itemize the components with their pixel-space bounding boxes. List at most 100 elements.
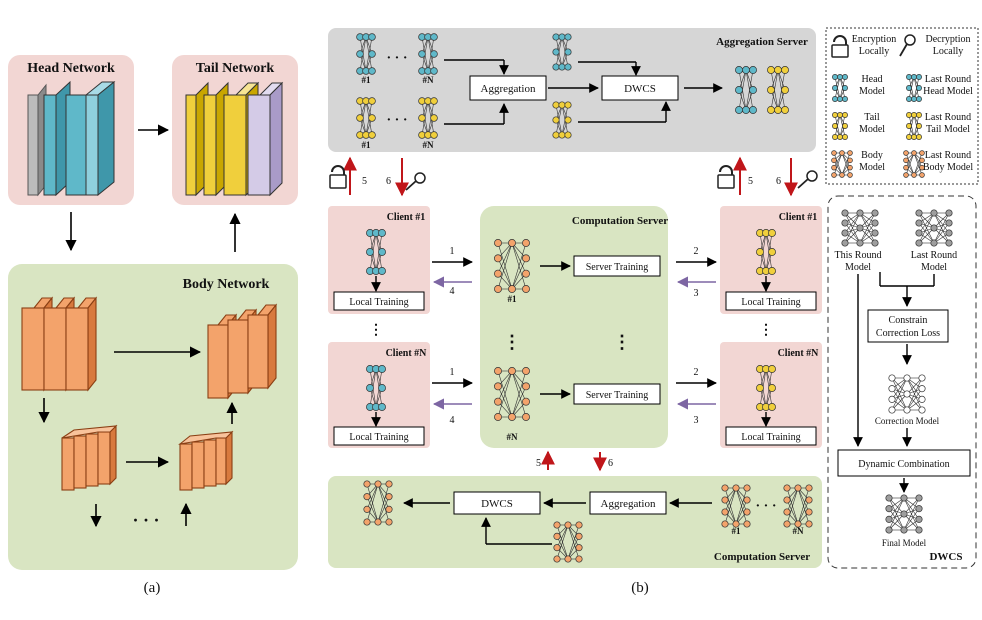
client-1-right-title: Client #1 <box>779 212 818 223</box>
agg-head-idx-1: #1 <box>362 75 372 85</box>
body-network-title: Body Network <box>183 277 270 292</box>
bottom-last-body-icon <box>553 521 583 563</box>
arrow-num-3-top: 3 <box>694 288 699 299</box>
network-icons <box>356 33 953 563</box>
client-right-vdots: ⋮ <box>759 323 773 338</box>
bottom-dots: · · · <box>755 499 776 514</box>
agg-tail-n-icon <box>418 97 438 139</box>
computation-server-title: Computation Server <box>572 215 668 227</box>
bottom-idx-n: #N <box>793 526 805 536</box>
dwcs-correction-model: Correction Model <box>875 416 940 426</box>
arrow-num-5-right: 5 <box>748 176 753 187</box>
client-n-right-title: Client #N <box>778 348 820 359</box>
bottom-dwcs-label: DWCS <box>481 498 513 510</box>
agg-tail-idx-n: #N <box>423 140 435 150</box>
client-n-right-local-label: Local Training <box>741 432 800 443</box>
arrow-num-2-bottom: 2 <box>694 367 699 378</box>
agg-out-tail-icon <box>767 66 789 114</box>
arrow-num-2-top: 2 <box>694 246 699 257</box>
legend-last-tail-icon <box>906 112 922 140</box>
client-n-left-box <box>328 342 430 448</box>
aggregation-server-box <box>328 28 816 152</box>
arrow-num-6-right: 6 <box>776 176 781 187</box>
agg-tail-1-icon <box>356 97 376 139</box>
client-left-vdots: ⋮ <box>369 323 383 338</box>
bottom-out-body-icon <box>363 480 393 526</box>
arrow-num-5-mid: 5 <box>536 458 541 469</box>
client-1-left-local-label: Local Training <box>349 297 408 308</box>
client-n-left-local-label: Local Training <box>349 432 408 443</box>
dwcs-dynamic-combination-box <box>837 449 971 477</box>
client-n-right-box <box>720 342 822 448</box>
bottom-idx-1: #1 <box>732 526 742 536</box>
arrow-num-6-mid: 6 <box>608 458 613 469</box>
head-network-title: Head Network <box>27 61 115 76</box>
arrow-num-3-bottom: 3 <box>694 415 699 426</box>
cs-vdots-left: ⋮ <box>503 332 521 352</box>
cs-body-n-icon <box>494 367 530 421</box>
key-icon-right <box>797 170 818 189</box>
agg-tail-dots: · · · <box>386 113 407 128</box>
lock-icon-right <box>717 165 735 189</box>
bottom-body-1-icon <box>721 484 751 528</box>
dwcs-correction-icon <box>888 374 926 414</box>
server-training-top <box>573 255 661 277</box>
arrow-num-1-top: 1 <box>450 246 455 257</box>
cs-body-1-icon <box>494 239 530 293</box>
bottom-computation-server-box <box>328 476 822 568</box>
client-1-right-local-label: Local Training <box>741 297 800 308</box>
client-1-left-title: Client #1 <box>387 212 426 223</box>
body-block-top-left <box>21 296 98 392</box>
legend-tail-icon <box>832 112 848 140</box>
aggregation-server-title: Aggregation Server <box>716 36 808 48</box>
cs-idx-n: #N <box>507 432 519 442</box>
legend-last-head-icon <box>906 74 922 102</box>
client-n-right-local-training <box>725 426 817 446</box>
client-1-left-head-icon <box>366 229 386 275</box>
agg-dwcs-label: DWCS <box>624 83 656 95</box>
dwcs-constrain-box <box>867 309 949 343</box>
panel-a: Head Network Tail Network <box>8 55 298 596</box>
bottom-computation-server-title: Computation Server <box>714 551 810 563</box>
bottom-dwcs-box <box>453 491 541 515</box>
last-tail-icon <box>552 101 572 139</box>
lock-icon-left <box>329 165 347 189</box>
arrow-num-6-left: 6 <box>386 176 391 187</box>
bottom-body-n-icon <box>783 484 813 528</box>
dwcs-dynamic-combination-label: Dynamic Combination <box>858 459 949 470</box>
agg-head-n-icon <box>418 33 438 75</box>
dwcs-final-icon <box>885 494 923 534</box>
dwcs-final-model: Final Model <box>882 538 927 548</box>
aggregation-box <box>469 75 547 101</box>
key-icon-left <box>405 172 426 191</box>
client-1-right-local-training <box>725 291 817 311</box>
client-n-right-tail-icon <box>756 365 776 411</box>
agg-tail-idx-1: #1 <box>362 140 372 150</box>
caption-b: (b) <box>631 580 649 596</box>
client-n-left-head-icon <box>366 365 386 411</box>
legend-head-icon <box>832 74 848 102</box>
body-ellipsis: · · · <box>132 510 159 530</box>
client-n-left-title: Client #N <box>386 348 428 359</box>
agg-head-1-icon <box>356 33 376 75</box>
last-head-icon <box>552 33 572 71</box>
client-1-left-local-training <box>333 291 425 311</box>
client-1-left-box <box>328 206 430 314</box>
legend-lock-icon <box>831 35 849 58</box>
body-block-bottom-right <box>178 430 234 491</box>
cs-vdots-right: ⋮ <box>613 332 631 352</box>
dwcs-panel-title: DWCS <box>929 551 962 563</box>
server-training-bottom <box>573 383 661 405</box>
agg-head-idx-n: #N <box>423 75 435 85</box>
